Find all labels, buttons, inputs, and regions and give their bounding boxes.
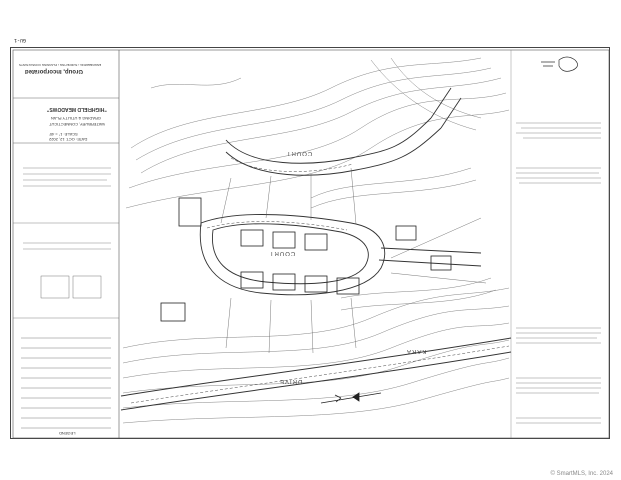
project-name: "HIGHFIELD MEADOWS" [47,106,107,112]
street-label-kara: KARA [406,348,427,354]
date-label: DATE: OCT. 12, 2022 [49,137,88,142]
firm-subtitle: ENGINEERING • SURVEYING • PLANNING CONSU… [19,63,102,67]
project-location: WATERBURY, CONNECTICUT [49,122,105,127]
sheet-title: GRADING & UTILITY PLAN [51,116,101,121]
site-plan-sheet: GRADING & UTILITY PLAN "HIGHFIELD MEADOW… [10,47,610,439]
street-label-court-2: COURT [269,250,296,256]
street-label-drive: DRIVE [279,378,303,384]
site-plan-drawing [12,49,610,439]
copyright-notice: © SmartMLS, Inc. 2024 [550,471,613,477]
firm-name: Group, Incorporated [25,68,84,74]
legend-title: LEGEND [59,431,76,436]
sheet-number: GU-1 [14,37,27,43]
street-label-court-1: COURT [286,150,313,156]
